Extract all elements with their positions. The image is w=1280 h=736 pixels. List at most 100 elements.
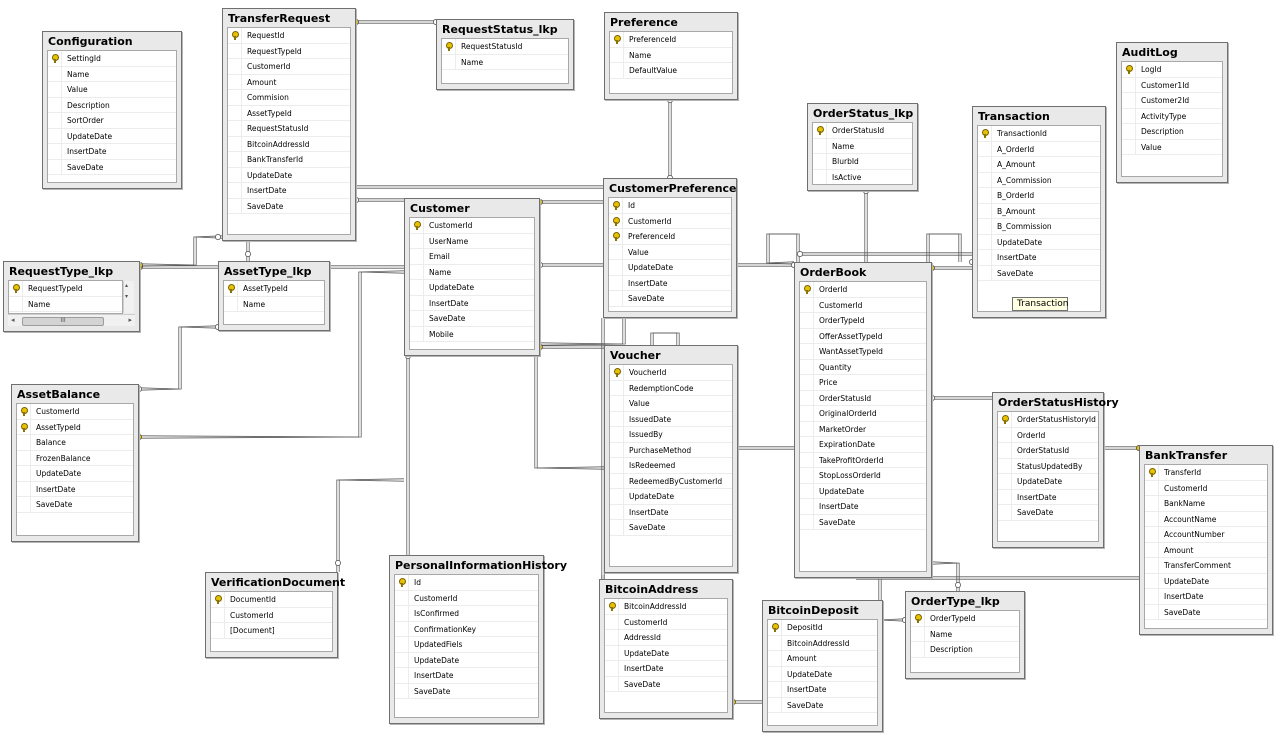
column-row[interactable]: CustomerId: [395, 590, 538, 606]
column-row[interactable]: OrderStatusId: [800, 390, 926, 406]
column-row[interactable]: Commision: [228, 90, 350, 106]
column-row[interactable]: CustomerId: [211, 607, 332, 623]
column-row[interactable]: Mobile: [410, 326, 534, 342]
column-row[interactable]: StopLossOrderId: [800, 468, 926, 484]
column-row[interactable]: CustomerId: [410, 218, 534, 234]
column-row[interactable]: InsertDate: [228, 183, 350, 199]
column-row[interactable]: SaveDate: [998, 505, 1098, 521]
column-row[interactable]: PreferenceId: [610, 32, 732, 48]
column-row[interactable]: CustomerId: [228, 59, 350, 75]
column-row[interactable]: Email: [410, 249, 534, 265]
column-row[interactable]: Name: [224, 296, 324, 312]
column-row[interactable]: Description: [911, 642, 1019, 658]
column-row[interactable]: Value: [609, 244, 731, 260]
column-row[interactable]: SaveDate: [768, 697, 877, 713]
column-row[interactable]: Name: [442, 54, 568, 70]
column-row[interactable]: A_Commission: [978, 172, 1100, 188]
column-row[interactable]: OfferAssetTypeId: [800, 328, 926, 344]
column-row[interactable]: CustomerId: [17, 404, 133, 420]
column-row[interactable]: ConfirmationKey: [395, 621, 538, 637]
column-row[interactable]: AssetTypeId: [17, 419, 133, 435]
column-row[interactable]: InsertDate: [605, 661, 727, 677]
column-row[interactable]: PurchaseMethod: [610, 442, 732, 458]
column-row[interactable]: BitcoinAddressId: [768, 635, 877, 651]
column-row[interactable]: InsertDate: [610, 504, 732, 520]
column-row[interactable]: WantAssetTypeId: [800, 344, 926, 360]
column-row[interactable]: CustomerId: [605, 614, 727, 630]
column-row[interactable]: B_Commission: [978, 219, 1100, 235]
column-row[interactable]: IsActive: [813, 169, 912, 184]
scroll-down-icon[interactable]: ▾: [125, 293, 129, 300]
column-row[interactable]: Name: [610, 47, 732, 63]
column-row[interactable]: Name: [48, 66, 176, 82]
column-row[interactable]: Name: [410, 264, 534, 280]
column-row[interactable]: InsertDate: [800, 499, 926, 515]
column-row[interactable]: Description: [1122, 124, 1222, 140]
column-row[interactable]: B_Amount: [978, 203, 1100, 219]
column-row[interactable]: Name: [813, 138, 912, 154]
column-row[interactable]: SaveDate: [800, 514, 926, 530]
column-row[interactable]: Amount: [1145, 542, 1267, 558]
column-row[interactable]: BitcoinAddressId: [605, 599, 727, 615]
column-row[interactable]: RequestStatusId: [442, 39, 568, 55]
column-row[interactable]: UpdateDate: [605, 645, 727, 661]
column-row[interactable]: IsConfirmed: [395, 606, 538, 622]
column-row[interactable]: InsertDate: [978, 250, 1100, 266]
column-row[interactable]: TransactionId: [978, 126, 1100, 142]
column-row[interactable]: Value: [48, 82, 176, 98]
column-row[interactable]: SaveDate: [410, 311, 534, 327]
column-row[interactable]: SaveDate: [610, 520, 732, 536]
column-row[interactable]: InsertDate: [768, 682, 877, 698]
column-row[interactable]: UpdateDate: [1145, 573, 1267, 589]
column-row[interactable]: RequestId: [228, 28, 350, 44]
column-row[interactable]: OrderId: [998, 427, 1098, 443]
column-row[interactable]: UpdateDate: [998, 474, 1098, 490]
column-row[interactable]: DepositId: [768, 620, 877, 636]
column-row[interactable]: FrozenBalance: [17, 450, 133, 466]
column-row[interactable]: VoucherId: [610, 365, 732, 381]
column-row[interactable]: TakeProfitOrderId: [800, 452, 926, 468]
column-row[interactable]: ActivityType: [1122, 108, 1222, 124]
column-row[interactable]: OriginalOrderId: [800, 406, 926, 422]
column-row[interactable]: UpdateDate: [768, 666, 877, 682]
scroll-thumb[interactable]: III: [22, 317, 104, 326]
column-row[interactable]: SaveDate: [605, 676, 727, 692]
column-row[interactable]: RequestTypeId: [9, 281, 122, 297]
column-row[interactable]: UpdateDate: [800, 483, 926, 499]
column-row[interactable]: CustomerId: [609, 213, 731, 229]
column-row[interactable]: AccountNumber: [1145, 527, 1267, 543]
column-row[interactable]: B_OrderId: [978, 188, 1100, 204]
column-row[interactable]: IssuedBy: [610, 427, 732, 443]
column-row[interactable]: AssetTypeId: [224, 281, 324, 297]
column-row[interactable]: DefaultValue: [610, 63, 732, 79]
column-row[interactable]: Customer2Id: [1122, 93, 1222, 109]
column-row[interactable]: [Document]: [211, 623, 332, 639]
column-row[interactable]: BitcoinAddressId: [228, 136, 350, 152]
column-row[interactable]: OrderStatusId: [813, 123, 912, 139]
column-row[interactable]: ExpirationDate: [800, 437, 926, 453]
column-row[interactable]: CustomerId: [800, 297, 926, 313]
column-row[interactable]: InsertDate: [395, 668, 538, 684]
column-row[interactable]: UpdateDate: [395, 652, 538, 668]
vertical-scrollbar[interactable]: ▴▾: [123, 281, 134, 313]
scroll-left-icon[interactable]: ◂: [11, 316, 15, 324]
column-row[interactable]: Value: [1122, 139, 1222, 155]
column-row[interactable]: IssuedDate: [610, 411, 732, 427]
column-row[interactable]: UserName: [410, 233, 534, 249]
column-row[interactable]: Name: [911, 626, 1019, 642]
column-row[interactable]: UpdateDate: [410, 280, 534, 296]
